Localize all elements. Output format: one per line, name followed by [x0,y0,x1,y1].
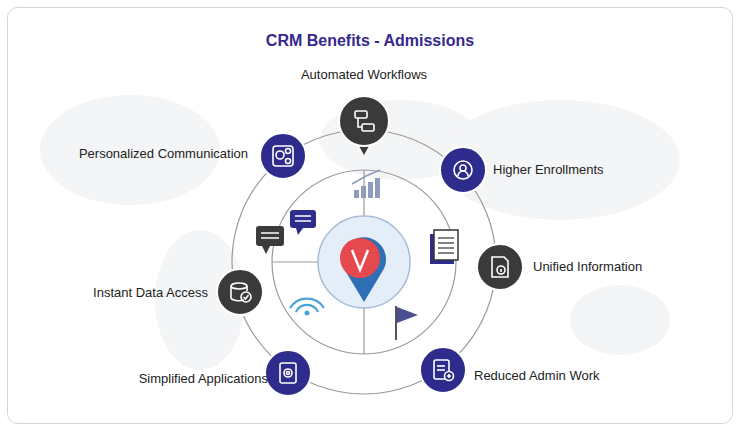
world-map-ground [40,95,680,370]
chat-icon [256,210,316,254]
benefit-label: Reduced Admin Work [474,368,600,384]
benefit-icon-node: Personalized Communication [259,132,307,180]
benefit-glyph [434,360,454,381]
benefit-label: Automated Workflows [301,67,427,83]
center-pin-icon [340,237,386,302]
benefit-glyph [492,257,508,277]
document-icon [430,230,458,264]
icon-circle [264,349,312,397]
benefit-glyph [355,111,374,131]
icon-circle [476,243,524,291]
benefit-icon-node: Reduced Admin Work [419,346,467,394]
icon-circle [338,95,390,147]
signal-icon [290,299,324,316]
benefit-icon-node: Instant Data Access [216,268,264,316]
card-border [8,8,733,424]
benefit-glyph [454,161,472,179]
benefit-label: Personalized Communication [79,146,248,162]
center-circle [318,216,410,308]
inner-ring [272,170,456,354]
benefit-glyph [273,146,293,166]
diagram-title: CRM Benefits - Admissions [266,32,474,50]
chart-icon [352,170,380,198]
icon-circle [439,146,487,194]
benefit-label: Simplified Applications [139,371,268,387]
outer-ring [232,130,496,394]
benefit-glyph [231,283,251,302]
icon-circle [259,132,307,180]
benefit-glyph [280,363,296,383]
benefit-label: Instant Data Access [93,285,208,301]
benefit-icon-node: Automated Workflows [338,95,390,147]
benefit-label: Unified Information [533,259,642,275]
benefit-icon-node: Unified Information [476,243,524,291]
benefit-label: Higher Enrollments [493,162,604,178]
benefit-icon-node: Simplified Applications [264,349,312,397]
benefit-icon-node: Higher Enrollments [439,146,487,194]
icon-circle [216,268,264,316]
flag-icon [396,306,418,340]
icon-circle [419,346,467,394]
